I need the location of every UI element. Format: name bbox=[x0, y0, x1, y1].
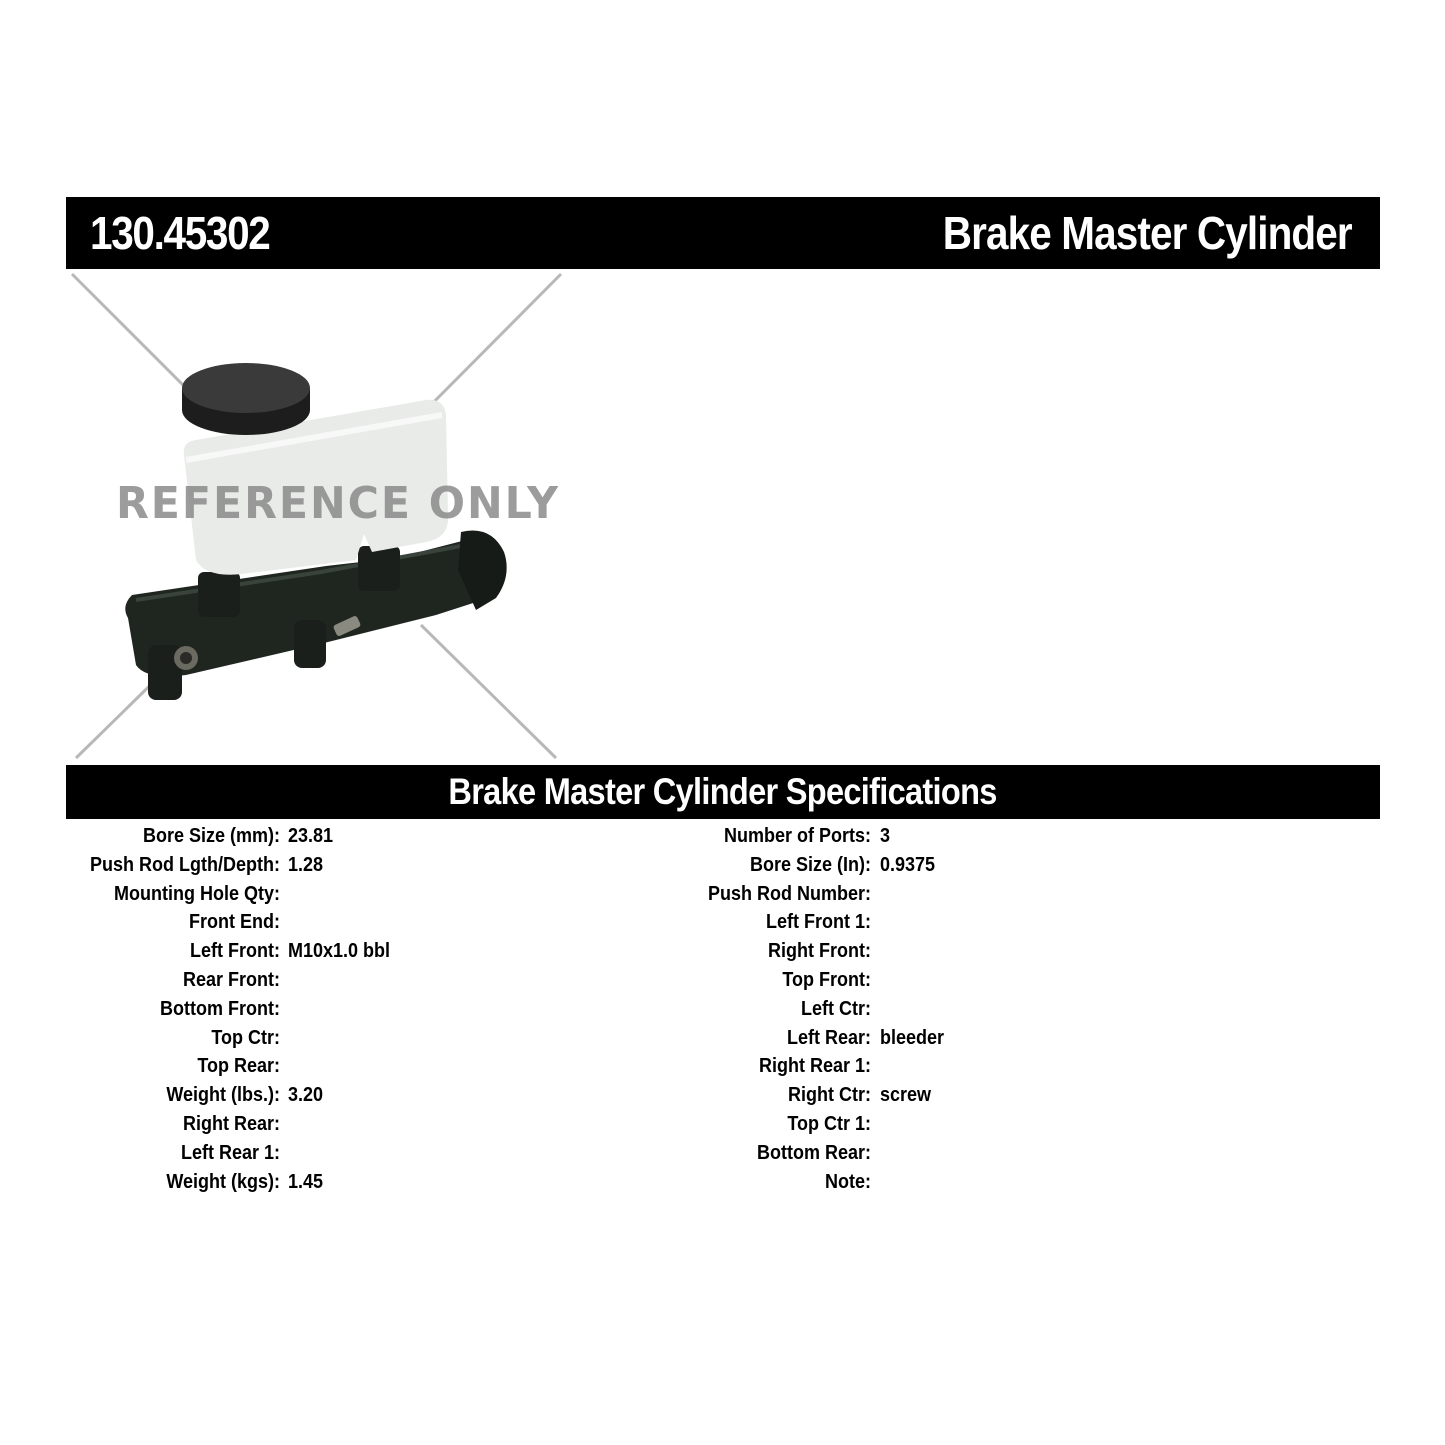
spec-value: bleeder bbox=[880, 1026, 945, 1049]
part-number: 130.45302 bbox=[90, 207, 271, 259]
brake-master-cylinder-illustration bbox=[70, 272, 563, 760]
spec-label: Mounting Hole Qty: bbox=[114, 882, 280, 905]
specifications-header-bar: Brake Master Cylinder Specifications bbox=[66, 765, 1380, 819]
spec-label: Top Rear: bbox=[197, 1055, 280, 1078]
spec-label: Front End: bbox=[189, 911, 280, 934]
spec-label: Left Front 1: bbox=[766, 911, 871, 934]
spec-label: Weight (lbs.): bbox=[166, 1084, 280, 1107]
spec-label: Push Rod Number: bbox=[707, 882, 871, 905]
spec-label: Bore Size (mm): bbox=[142, 825, 280, 847]
spec-value: 1.45 bbox=[288, 1170, 324, 1193]
product-image: REFERENCE ONLY bbox=[66, 270, 576, 762]
spec-value: screw bbox=[880, 1084, 932, 1107]
spec-label: Bottom Front: bbox=[160, 997, 280, 1020]
spec-label: Right Rear 1: bbox=[758, 1055, 871, 1078]
spec-value: 0.9375 bbox=[880, 853, 936, 876]
spec-label: Weight (kgs): bbox=[166, 1170, 280, 1193]
spec-label: Right Front: bbox=[768, 940, 871, 963]
spec-label: Push Rod Lgth/Depth: bbox=[90, 853, 280, 876]
spec-label: Bottom Rear: bbox=[756, 1141, 871, 1164]
spec-label: Number of Ports: bbox=[723, 825, 871, 847]
spec-value: 1.28 bbox=[288, 853, 324, 876]
spec-label: Rear Front: bbox=[182, 968, 280, 991]
spec-value: 3.20 bbox=[288, 1084, 324, 1107]
spec-label: Left Ctr: bbox=[801, 997, 871, 1020]
spec-label: Right Ctr: bbox=[788, 1084, 871, 1107]
spec-label: Left Front: bbox=[190, 940, 280, 963]
spec-label: Top Front: bbox=[782, 968, 871, 991]
spec-label: Note: bbox=[825, 1170, 871, 1193]
spec-label: Left Rear: bbox=[786, 1026, 871, 1049]
spec-label: Top Ctr: bbox=[211, 1026, 280, 1049]
title-bar: 130.45302 Brake Master Cylinder bbox=[66, 197, 1380, 269]
part-type-title: Brake Master Cylinder bbox=[943, 207, 1353, 259]
specifications-title: Brake Master Cylinder Specifications bbox=[448, 771, 998, 812]
spec-label: Bore Size (In): bbox=[749, 853, 871, 876]
spec-value: 3 bbox=[880, 825, 891, 847]
reference-only-watermark: REFERENCE ONLY bbox=[116, 478, 561, 529]
spec-label: Right Rear: bbox=[182, 1112, 280, 1135]
spec-label: Left Rear 1: bbox=[180, 1141, 280, 1164]
spec-value: M10x1.0 bbl bbox=[288, 940, 391, 963]
spec-label: Top Ctr 1: bbox=[787, 1112, 871, 1135]
spec-value: 23.81 bbox=[288, 825, 334, 847]
